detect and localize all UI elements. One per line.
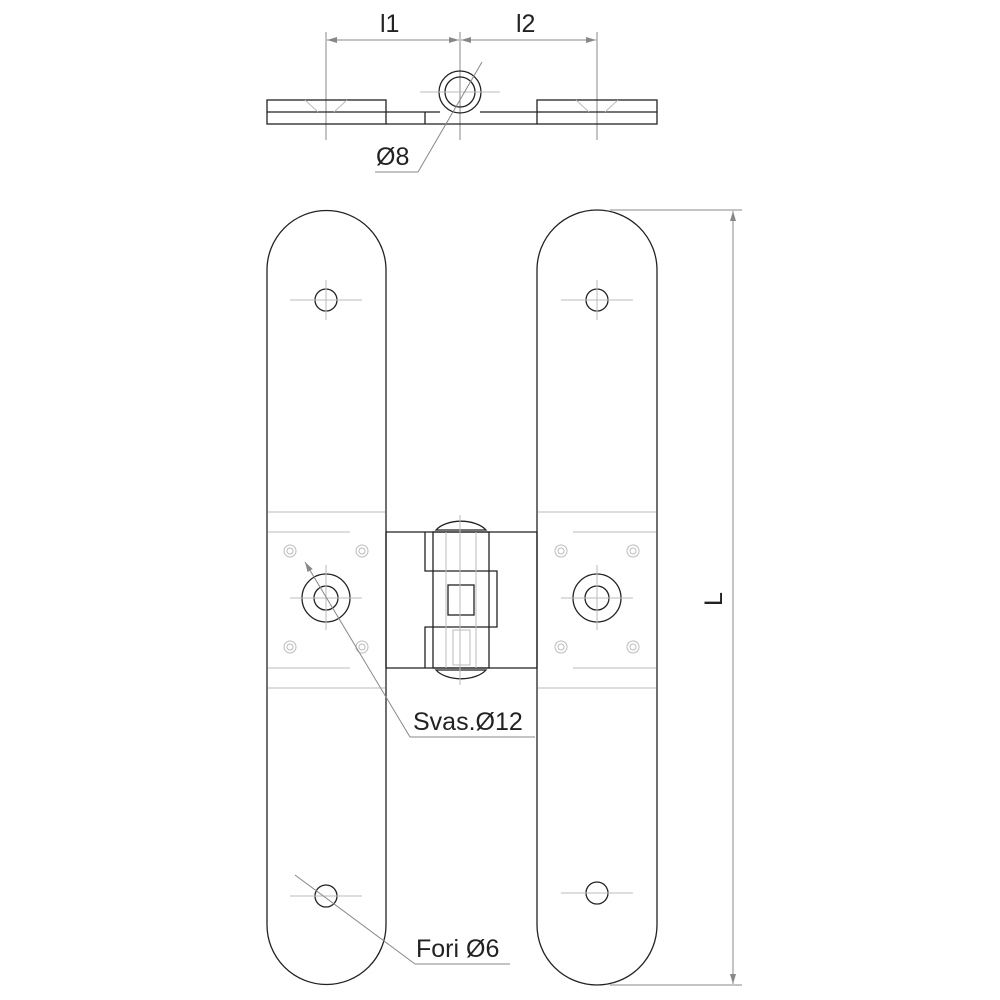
leader-countersink xyxy=(304,561,411,738)
label-pin-diameter: Ø8 xyxy=(376,143,409,171)
screw-holes xyxy=(290,280,633,908)
label-length: L xyxy=(700,592,728,606)
label-l2: l2 xyxy=(516,10,535,38)
hinge-body xyxy=(385,515,538,685)
label-l1: l1 xyxy=(380,10,399,38)
label-holes: Fori Ø6 xyxy=(416,935,499,963)
leader-pin xyxy=(417,61,483,173)
left-leaf xyxy=(266,209,387,986)
front-view: L Svas.Ø12 Fori Ø6 xyxy=(266,209,742,986)
right-leaf xyxy=(536,209,658,986)
knuckle xyxy=(432,531,490,669)
top-view: l1 l2 Ø8 xyxy=(266,10,658,173)
hidden-mount-holes xyxy=(283,544,640,654)
leader-holes xyxy=(294,874,416,965)
label-countersink: Svas.Ø12 xyxy=(413,708,523,736)
